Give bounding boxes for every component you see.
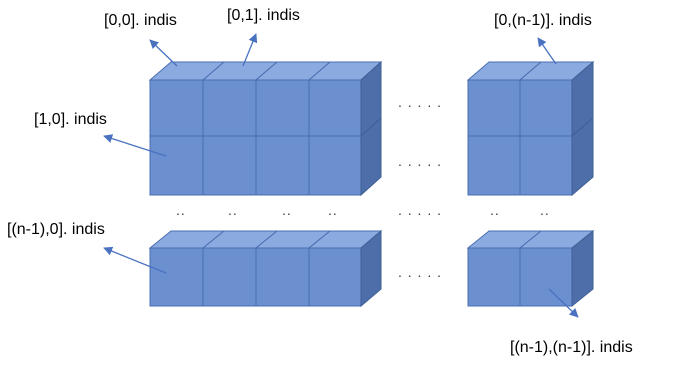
row-last-side (360, 229, 382, 308)
cube-0-1 (202, 79, 257, 137)
ellipsis-row-last: . . . . . (398, 264, 442, 280)
cube-last-3 (308, 247, 362, 307)
label-cell-0-0: [0,0]. indis (104, 12, 177, 29)
cube-last-1 (202, 247, 257, 307)
label-cell-last-0: [(n-1),0]. indis (7, 221, 105, 238)
row-1-right-side (571, 116, 594, 197)
label-cell-0-last: [0,(n-1)]. indis (494, 12, 592, 29)
vertical-ellipsis-col-3: .. (328, 202, 338, 218)
label-cell-0-1: [0,1]. indis (227, 7, 300, 24)
cube-1-n1 (519, 135, 573, 196)
vertical-ellipsis-col-n1: .. (540, 202, 550, 218)
row-1-side (360, 116, 382, 197)
row-last-left-block (148, 229, 383, 308)
vertical-ellipsis-col-0: .. (176, 202, 186, 218)
cube-1-n2 (467, 135, 521, 196)
arrow-0-0 (149, 39, 178, 67)
cube-last-0 (149, 247, 204, 307)
label-cell-1-0: [1,0]. indis (34, 111, 107, 128)
arrow-0-1 (242, 33, 258, 67)
cube-1-0 (149, 135, 204, 196)
cube-0-0 (149, 79, 204, 137)
arrow-last-0 (103, 246, 167, 274)
cube-0-3 (308, 79, 362, 137)
cube-0-n2 (467, 79, 521, 137)
arrow-last-last (548, 288, 579, 318)
ellipsis-row-0: . . . . . (398, 94, 442, 110)
cube-1-2 (255, 135, 310, 196)
row-last-right-side (571, 229, 594, 308)
ellipsis-middle: . . . . . (398, 202, 442, 218)
vertical-ellipsis-col-1: .. (228, 202, 238, 218)
cube-0-n1 (519, 79, 573, 137)
arrow-0-last (537, 37, 557, 65)
row-1-right-block (467, 116, 594, 197)
cube-last-n2 (467, 247, 521, 307)
arrow-1-0 (103, 134, 167, 157)
cube-1-3 (308, 135, 362, 196)
cube-last-2 (255, 247, 310, 307)
row-1-left-block (149, 116, 382, 197)
row-last-right-block (466, 229, 595, 308)
vertical-ellipsis-col-n2: .. (490, 202, 500, 218)
cube-1-1 (202, 135, 257, 196)
row-0-left-block (148, 60, 383, 138)
label-cell-last-last: [(n-1),(n-1)]. indis (510, 339, 633, 356)
cube-0-2 (255, 79, 310, 137)
vertical-ellipsis-col-2: .. (282, 202, 292, 218)
cube-last-n1 (519, 247, 573, 307)
row-0-right-block (466, 60, 595, 138)
ellipsis-row-1: . . . . . (398, 153, 442, 169)
